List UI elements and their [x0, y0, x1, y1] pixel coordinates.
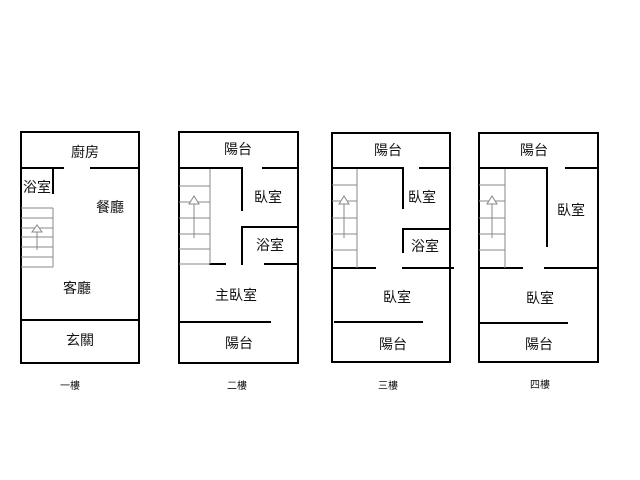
room-balcony-back: 陽台: [225, 336, 253, 352]
room-bedroom: 臥室: [408, 189, 436, 206]
floor-4-walls: [478, 132, 599, 363]
room-bedroom-2: 臥室: [526, 290, 554, 307]
room-bedroom-2: 臥室: [383, 289, 411, 306]
room-balcony-back: 陽台: [379, 337, 407, 353]
floor-3-walls: [331, 132, 454, 363]
floor-4-stairs: [479, 169, 506, 268]
room-balcony-front: 陽台: [520, 143, 548, 159]
room-master-bedroom: 主臥室: [215, 287, 257, 304]
floor-caption: 一樓: [60, 379, 80, 392]
room-balcony-back: 陽台: [525, 337, 553, 353]
floor-1-stairs: [21, 207, 54, 268]
room-kitchen: 廚房: [71, 144, 99, 161]
floor-caption: 三樓: [378, 379, 398, 392]
floor-3-plan: 陽台 臥室 浴室 臥室 陽台 三樓: [331, 132, 454, 392]
room-bathroom: 浴室: [256, 237, 284, 254]
room-dining: 餐廳: [96, 199, 124, 216]
room-bathroom: 浴室: [411, 238, 439, 255]
room-entrance: 玄關: [66, 332, 94, 349]
floor-2-walls: [178, 131, 299, 364]
room-bedroom: 臥室: [557, 202, 585, 219]
room-balcony-front: 陽台: [224, 142, 252, 158]
floor-3-stairs: [332, 169, 358, 268]
room-bathroom: 浴室: [23, 179, 51, 196]
floor-2-stairs: [179, 169, 211, 265]
floor-caption: 二樓: [227, 379, 247, 392]
floor-2-plan: 陽台 臥室 浴室 主臥室 陽台 二樓: [178, 131, 299, 392]
floor-4-plan: 陽台 臥室 臥室 陽台 四樓: [478, 132, 599, 391]
floor-caption: 四樓: [530, 378, 550, 391]
room-bedroom: 臥室: [254, 189, 282, 206]
floor-1-plan: 廚房 浴室 餐廳 客廳 玄關 一樓: [20, 131, 140, 392]
room-balcony-front: 陽台: [374, 143, 402, 159]
room-living: 客廳: [63, 280, 91, 297]
